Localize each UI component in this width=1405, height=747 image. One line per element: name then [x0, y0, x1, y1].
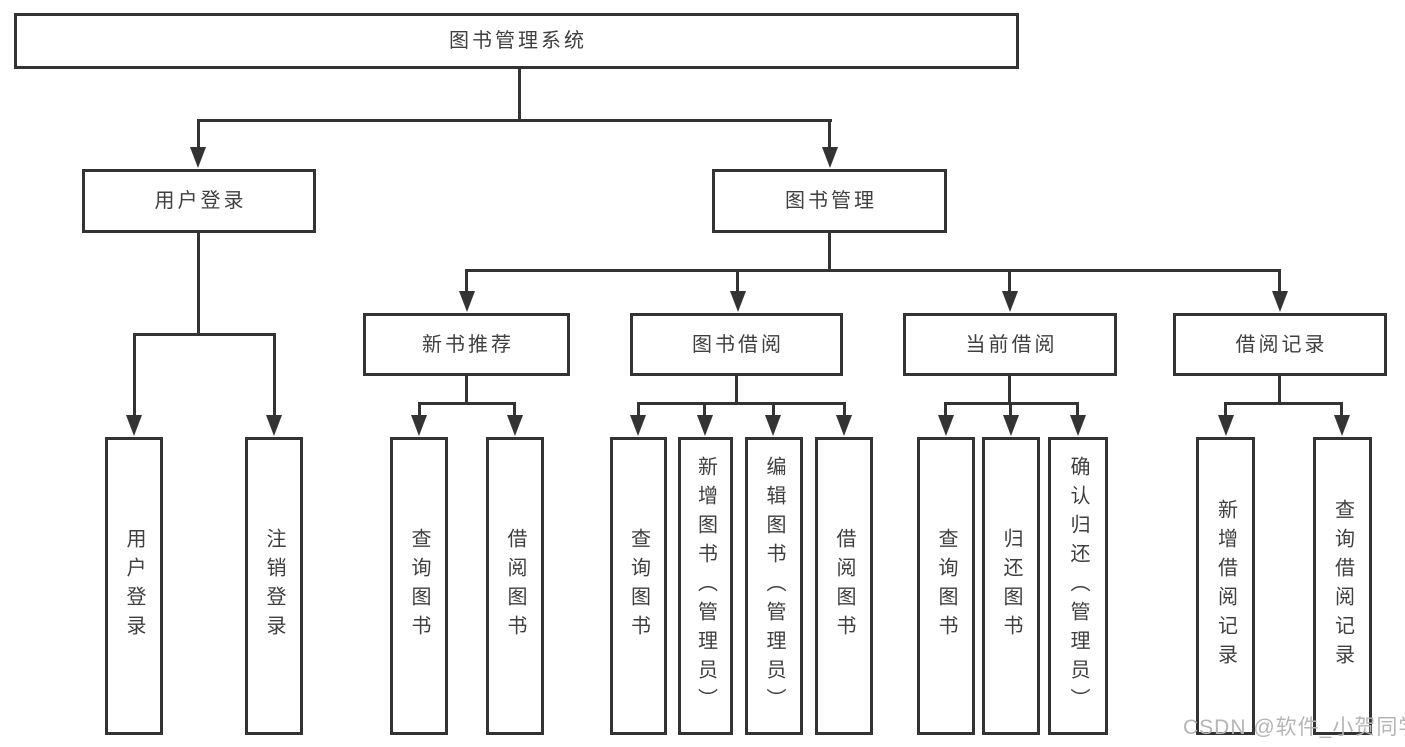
arrowhead-query-record: [1334, 415, 1350, 436]
connector-book-management-stem: [828, 232, 831, 272]
connector-drop-current-query: [944, 402, 947, 418]
node-current-borrow: 当前借阅: [903, 313, 1117, 376]
node-current-borrow-label: 当前借阅: [965, 333, 1058, 356]
node-root-label: 图书管理系统: [449, 30, 587, 52]
leaf-logout-label: 注销登录: [263, 528, 285, 644]
leaf-recommend-borrow-book-label: 借阅图书: [504, 528, 526, 644]
leaf-edit-book-admin-label: 编辑图书（管理员）: [763, 455, 785, 717]
connector-drop-borrow-book: [843, 402, 846, 418]
connector-drop-borrow-query: [637, 402, 640, 418]
arrowhead-recommend-query: [411, 415, 427, 436]
node-borrow-records-label: 借阅记录: [1235, 333, 1328, 356]
arrowhead-leaf-user-login: [126, 415, 142, 436]
node-new-book-recommend-label: 新书推荐: [422, 333, 514, 356]
leaf-recommend-borrow-book: 借阅图书: [486, 437, 544, 735]
node-user-login-label: 用户登录: [154, 190, 247, 212]
leaf-return-book: 归还图书: [982, 437, 1040, 735]
arrowhead-book-borrow: [730, 291, 746, 312]
arrowhead-edit-book: [765, 415, 781, 436]
arrowhead-borrow-records: [1272, 291, 1288, 312]
connector-drop-book-borrow: [736, 269, 739, 293]
connector-drop-borrow-records: [1278, 269, 1281, 293]
node-borrow-records: 借阅记录: [1173, 313, 1387, 376]
arrowhead-confirm-return: [1070, 415, 1086, 436]
leaf-borrow-book: 借阅图书: [815, 437, 873, 735]
connector-drop-edit-book: [772, 402, 775, 418]
arrowhead-recommend-borrow: [507, 415, 523, 436]
node-user-login: 用户登录: [82, 169, 316, 233]
leaf-current-query-book: 查询图书: [917, 437, 975, 735]
connector-drop-return-book: [1009, 402, 1012, 418]
leaf-recommend-query-book-label: 查询图书: [408, 528, 430, 644]
connector-drop-confirm-return: [1076, 402, 1079, 418]
connector-drop-query-record: [1340, 402, 1343, 418]
leaf-logout: 注销登录: [245, 437, 303, 735]
leaf-add-borrow-record: 新增借阅记录: [1196, 437, 1255, 735]
arrowhead-add-book: [697, 415, 713, 436]
leaf-add-book-admin-label: 新增图书（管理员）: [694, 455, 717, 717]
leaf-user-login: 用户登录: [105, 437, 163, 735]
arrowhead-borrow-query: [630, 415, 646, 436]
node-root: 图书管理系统: [14, 13, 1019, 69]
arrowhead-current-query: [938, 415, 954, 436]
connector-user-login-stem: [197, 232, 200, 336]
leaf-recommend-query-book: 查询图书: [390, 437, 448, 735]
connector-records-bar: [1224, 402, 1342, 405]
leaf-query-borrow-record-label: 查询借阅记录: [1331, 499, 1354, 673]
leaf-borrow-book-label: 借阅图书: [833, 528, 855, 644]
leaf-add-borrow-record-label: 新增借阅记录: [1214, 499, 1237, 673]
connector-root-stem: [518, 68, 521, 122]
node-new-book-recommend: 新书推荐: [363, 313, 570, 376]
connector-recommend-stem: [465, 376, 468, 405]
leaf-query-borrow-record: 查询借阅记录: [1313, 437, 1372, 735]
connector-current-stem: [1008, 376, 1011, 405]
connector-records-stem: [1278, 376, 1281, 405]
arrowhead-add-record: [1218, 415, 1234, 436]
connector-recommend-bar: [418, 402, 516, 405]
connector-level2-bar: [197, 119, 832, 122]
csdn-watermark: CSDN @软件_小贺同学: [1183, 716, 1405, 739]
node-book-borrow-label: 图书借阅: [692, 333, 784, 356]
connector-drop-new-book-recommend: [465, 269, 468, 293]
connector-drop-book-management: [828, 119, 831, 150]
connector-user-login-bar: [133, 333, 276, 336]
leaf-user-login-label: 用户登录: [123, 528, 145, 644]
arrowhead-user-login: [190, 147, 206, 168]
leaf-borrow-query-book-label: 查询图书: [627, 528, 650, 644]
connector-drop-add-book: [703, 402, 706, 418]
leaf-edit-book-admin: 编辑图书（管理员）: [745, 437, 803, 735]
leaf-return-book-label: 归还图书: [1000, 528, 1022, 644]
arrowhead-current-borrow: [1002, 291, 1018, 312]
connector-drop-recommend-borrow: [513, 402, 516, 418]
connector-drop-user-login: [197, 119, 200, 150]
arrowhead-book-management: [822, 147, 838, 168]
leaf-borrow-query-book: 查询图书: [610, 437, 667, 735]
connector-level3-bar: [465, 269, 1281, 272]
node-book-management: 图书管理: [712, 169, 947, 233]
connector-borrow-bar: [637, 402, 845, 405]
connector-drop-add-record: [1224, 402, 1227, 418]
arrowhead-return-book: [1003, 415, 1019, 436]
leaf-current-query-book-label: 查询图书: [935, 528, 957, 644]
connector-drop-recommend-query: [418, 402, 421, 418]
arrowhead-new-book-recommend: [459, 291, 475, 312]
leaf-add-book-admin: 新增图书（管理员）: [678, 437, 733, 735]
connector-borrow-stem: [735, 376, 738, 405]
connector-drop-leaf-logout: [273, 333, 276, 417]
leaf-confirm-return-admin-label: 确认归还（管理员）: [1067, 455, 1089, 717]
node-book-borrow: 图书借阅: [630, 313, 843, 376]
node-book-management-label: 图书管理: [785, 190, 877, 212]
connector-drop-leaf-user-login: [133, 333, 136, 417]
arrowhead-leaf-logout: [266, 415, 282, 436]
arrowhead-borrow-book: [836, 415, 852, 436]
leaf-confirm-return-admin: 确认归还（管理员）: [1048, 437, 1108, 735]
connector-drop-current-borrow: [1008, 269, 1011, 293]
